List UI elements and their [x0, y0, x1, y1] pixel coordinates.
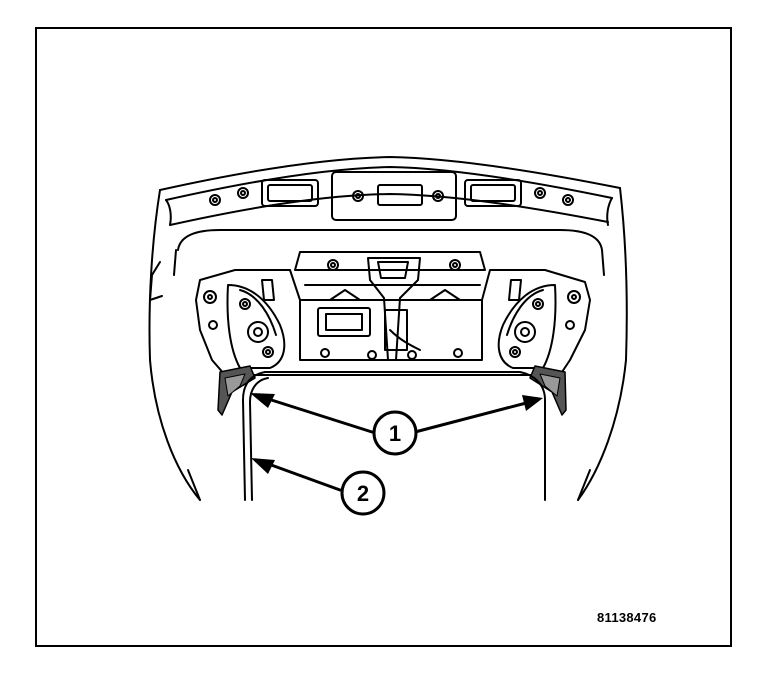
top-strip	[169, 171, 609, 226]
callout-1: 1	[372, 410, 418, 456]
callout-2: 2	[340, 470, 386, 516]
callout-1-number: 1	[389, 421, 401, 446]
corner-brackets	[217, 365, 567, 416]
figure-id: 81138476	[597, 610, 657, 625]
glass-panel	[242, 371, 546, 501]
callout-2-number: 2	[357, 481, 369, 506]
figure-frame	[35, 27, 732, 647]
callout-arrows	[250, 393, 543, 492]
right-mechanism	[497, 279, 581, 369]
mechanism-plate	[195, 257, 591, 376]
left-mechanism	[203, 279, 286, 369]
roof-opening-frame	[173, 229, 605, 276]
